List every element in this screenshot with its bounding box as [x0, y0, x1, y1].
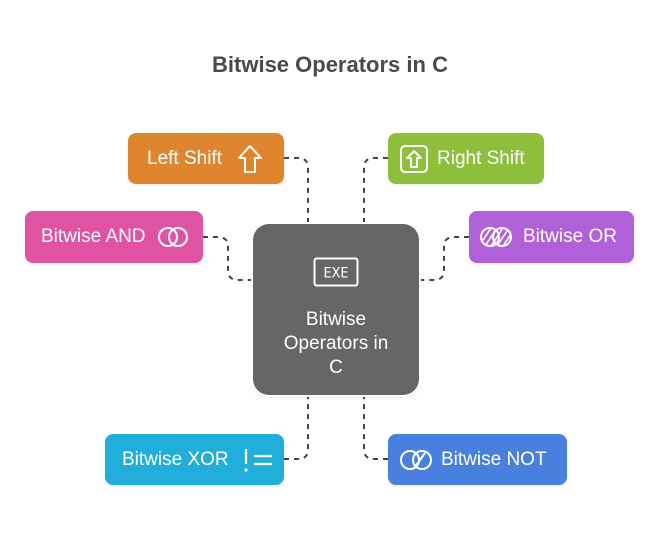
- node-bitwise-xor-label: Bitwise XOR: [122, 448, 229, 470]
- arrow-up-icon: [236, 143, 264, 175]
- node-bitwise-and-label: Bitwise AND: [41, 226, 146, 247]
- connector-bitwise-and: [203, 236, 253, 281]
- node-bitwise-not-label: Bitwise NOT: [441, 448, 547, 470]
- node-bitwise-xor: Bitwise XOR: [105, 434, 284, 485]
- venn-overlap-icon: [157, 225, 189, 249]
- striped-circles-icon: [479, 225, 513, 249]
- connector-bitwise-not: [363, 395, 388, 460]
- node-right-shift: Right Shift: [388, 133, 544, 184]
- exclamation-equals-icon: [241, 446, 275, 474]
- arrow-up-box-icon: [399, 144, 429, 174]
- node-bitwise-not: Bitwise NOT: [388, 434, 567, 485]
- exe-icon: EXE: [313, 257, 359, 292]
- connector-left-shift: [284, 157, 309, 224]
- circles-slash-icon: [399, 448, 433, 472]
- center-node: EXE Bitwise Operators in C: [253, 224, 419, 395]
- node-bitwise-or-label: Bitwise OR: [523, 226, 617, 247]
- node-right-shift-label: Right Shift: [437, 147, 525, 169]
- diagram-title: Bitwise Operators in C: [212, 52, 448, 77]
- node-bitwise-or: Bitwise OR: [469, 211, 634, 263]
- connector-right-shift: [363, 157, 388, 224]
- exe-icon-text: EXE: [323, 266, 348, 282]
- node-left-shift-label: Left Shift: [147, 147, 222, 169]
- connector-bitwise-or: [419, 236, 469, 281]
- connector-bitwise-xor: [284, 395, 309, 460]
- node-left-shift: Left Shift: [128, 133, 284, 184]
- node-bitwise-and: Bitwise AND: [25, 211, 203, 263]
- center-node-label: Bitwise Operators in C: [283, 309, 389, 378]
